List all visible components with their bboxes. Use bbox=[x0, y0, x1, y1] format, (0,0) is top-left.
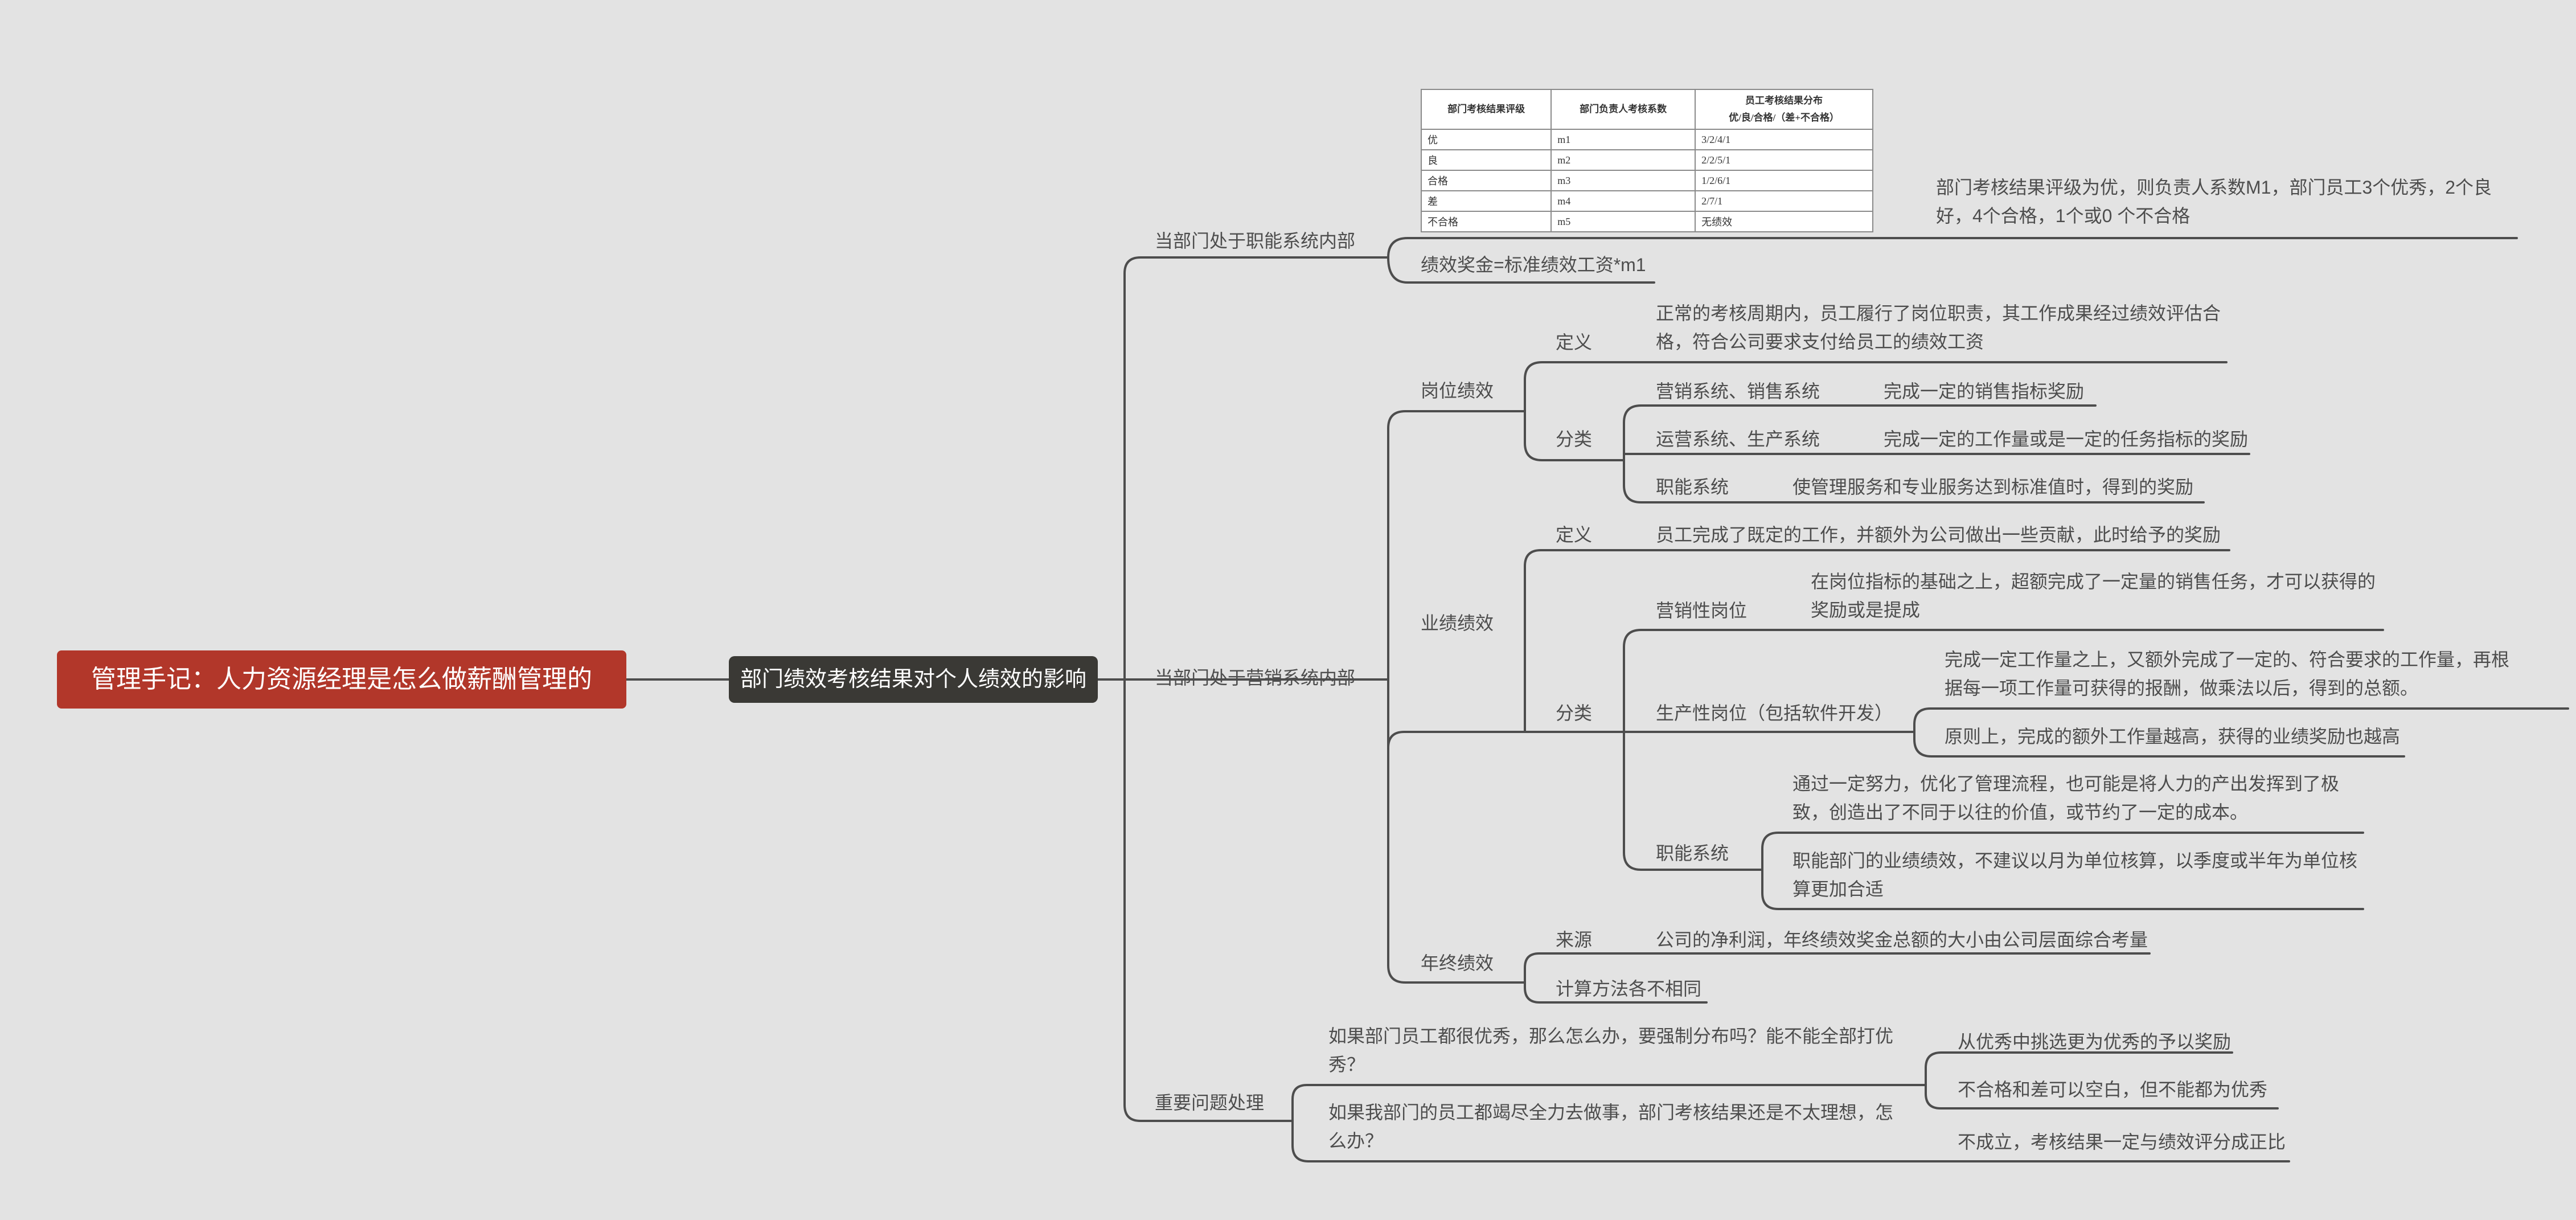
perf-cat-functional-value-1[interactable]: 通过一定努力，优化了管理流程，也可能是将人力的产出发挥到了极致，创造出了不同于以… bbox=[1792, 773, 2340, 822]
post-cat-operations-value[interactable]: 完成一定的工作量或是一定的任务指标的奖励 bbox=[1884, 429, 2249, 449]
post-cat-functional[interactable]: 职能系统 bbox=[1656, 477, 1729, 497]
evaluation-table: 部门考核结果评级 部门负责人考核系数 员工考核结果分布优/良/合格/（差+不合格… bbox=[1420, 89, 1873, 232]
branch-key-issues[interactable]: 重要问题处理 bbox=[1155, 1092, 1265, 1113]
perf-definition[interactable]: 员工完成了既定的工作，并额外为公司做出一些贡献，此时给予的奖励 bbox=[1656, 525, 2221, 545]
root-topic[interactable]: 管理手记：人力资源经理是怎么做薪酬管理的 bbox=[57, 650, 626, 709]
post-performance[interactable]: 岗位绩效 bbox=[1421, 380, 1494, 401]
post-cat-sales-value[interactable]: 完成一定的销售指标奖励 bbox=[1884, 381, 2085, 402]
issue-answer-1a[interactable]: 从优秀中挑选更为优秀的予以奖励 bbox=[1958, 1031, 2232, 1052]
main-topic[interactable]: 部门绩效考核结果对个人绩效的影响 bbox=[729, 656, 1098, 703]
table-header: 员工考核结果分布优/良/合格/（差+不合格） bbox=[1695, 89, 1873, 130]
perf-definition-label[interactable]: 定义 bbox=[1556, 525, 1593, 545]
branch-functional-system[interactable]: 当部门处于职能系统内部 bbox=[1155, 231, 1356, 251]
issue-answer-1b[interactable]: 不合格和差可以空白，但不能都为优秀 bbox=[1958, 1079, 2268, 1100]
post-category-label[interactable]: 分类 bbox=[1556, 429, 1593, 449]
annual-source-label[interactable]: 来源 bbox=[1556, 930, 1593, 950]
perf-cat-marketing-value[interactable]: 在岗位指标的基础之上，超额完成了一定量的销售任务，才可以获得的奖励或是提成 bbox=[1811, 571, 2376, 620]
perf-cat-marketing[interactable]: 营销性岗位 bbox=[1656, 600, 1748, 621]
table-header: 部门考核结果评级 bbox=[1420, 89, 1552, 130]
perf-cat-production-value-1[interactable]: 完成一定工作量之上，又额外完成了一定的、符合要求的工作量，再根据每一项工作量可获… bbox=[1945, 649, 2510, 698]
post-definition-label[interactable]: 定义 bbox=[1556, 332, 1593, 353]
achievement-performance[interactable]: 业绩绩效 bbox=[1421, 613, 1494, 633]
issue-answer-2[interactable]: 不成立，考核结果一定与绩效评分成正比 bbox=[1958, 1132, 2286, 1152]
annual-performance[interactable]: 年终绩效 bbox=[1421, 953, 1494, 973]
perf-cat-functional[interactable]: 职能系统 bbox=[1656, 843, 1729, 863]
table-note[interactable]: 部门考核结果评级为优，则负责人系数M1，部门员工3个优秀，2个良好，4个合格，1… bbox=[1936, 177, 2492, 226]
perf-category-label[interactable]: 分类 bbox=[1556, 703, 1593, 723]
annual-calculation[interactable]: 计算方法各不相同 bbox=[1556, 979, 1702, 999]
branch-marketing-system[interactable]: 当部门处于营销系统内部 bbox=[1155, 668, 1356, 688]
post-cat-sales[interactable]: 营销系统、销售系统 bbox=[1656, 381, 1820, 402]
issue-question-1[interactable]: 如果部门员工都很优秀，那么怎么办，要强制分布吗？能不能全部打优秀？ bbox=[1328, 1026, 1894, 1075]
post-cat-operations[interactable]: 运营系统、生产系统 bbox=[1656, 429, 1820, 449]
annual-source[interactable]: 公司的净利润，年终绩效奖金总额的大小由公司层面综合考量 bbox=[1656, 930, 2148, 950]
post-cat-functional-value[interactable]: 使管理服务和专业服务达到标准值时，得到的奖励 bbox=[1792, 477, 2194, 497]
perf-cat-production[interactable]: 生产性岗位（包括软件开发） bbox=[1656, 703, 1893, 723]
issue-question-2[interactable]: 如果我部门的员工都竭尽全力去做事，部门考核结果还是不太理想，怎么办？ bbox=[1328, 1102, 1894, 1151]
table-header: 部门负责人考核系数 bbox=[1550, 89, 1696, 130]
bonus-formula[interactable]: 绩效奖金=标准绩效工资*m1 bbox=[1421, 255, 1646, 275]
perf-cat-production-value-2[interactable]: 原则上，完成的额外工作量越高，获得的业绩奖励也越高 bbox=[1945, 726, 2401, 747]
post-definition[interactable]: 正常的考核周期内，员工履行了岗位职责，其工作成果经过绩效评估合格，符合公司要求支… bbox=[1656, 303, 2221, 352]
perf-cat-functional-value-2[interactable]: 职能部门的业绩绩效，不建议以月为单位核算，以季度或半年为单位核算更加合适 bbox=[1792, 850, 2358, 899]
